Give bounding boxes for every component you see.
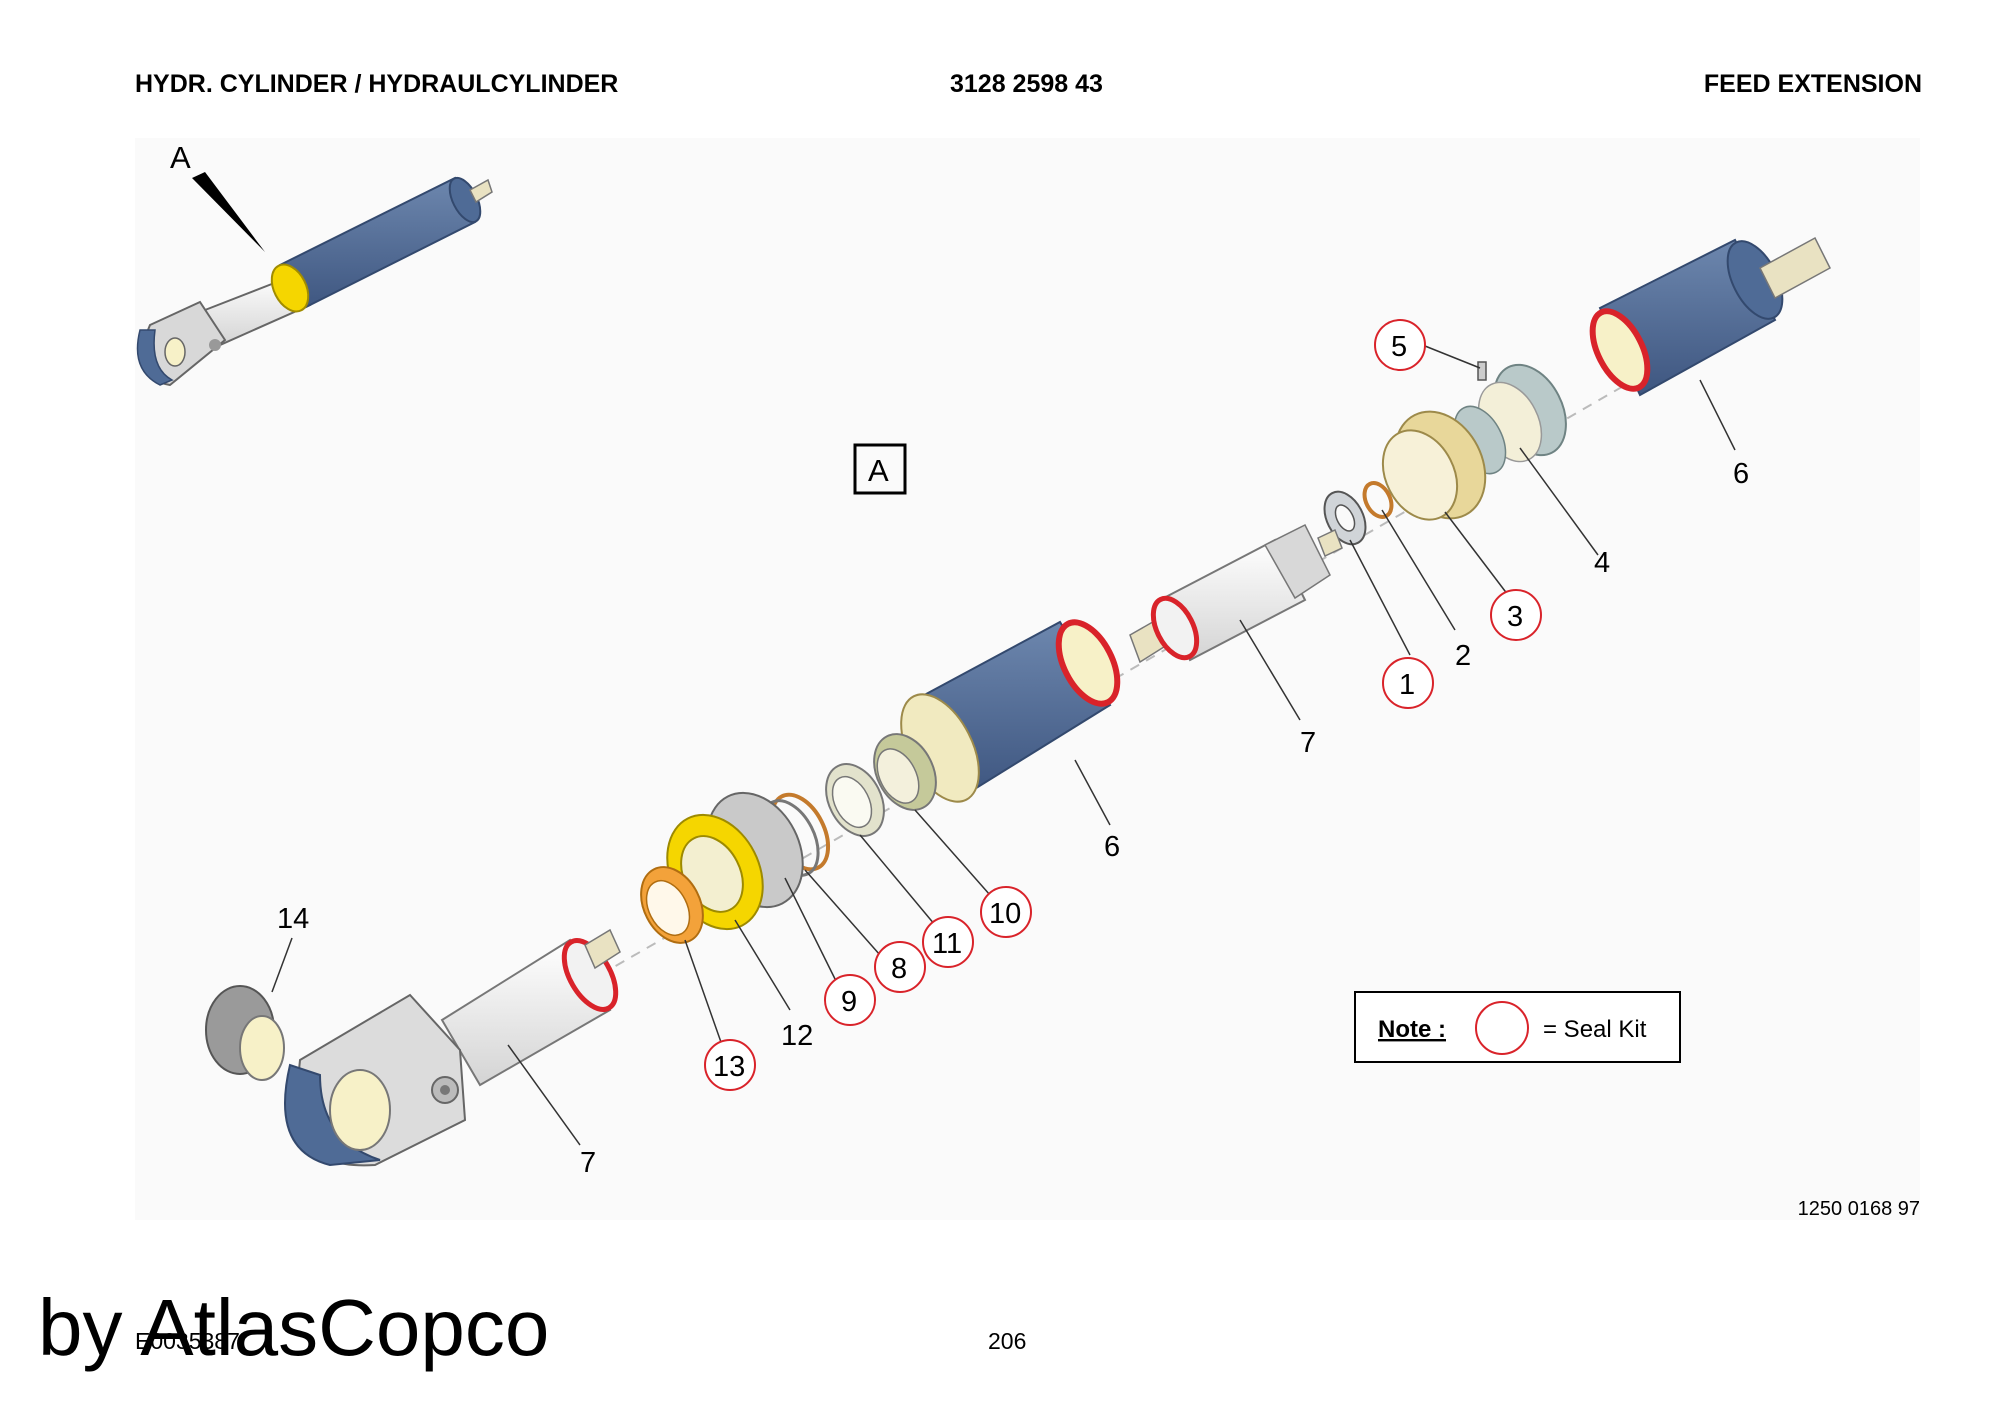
view-box-a-label: A (868, 453, 889, 488)
part-5-pin (1477, 361, 1487, 381)
drawing-number: 1250 0168 97 (1797, 1198, 1920, 1220)
part-6-barrel-right (1589, 236, 1831, 397)
view-box-a (853, 443, 907, 495)
header-right-title: FEED EXTENSION (1703, 70, 1922, 98)
callout-4: 4 (1594, 547, 1610, 579)
overview-cylinder (136, 176, 493, 387)
leader-lines (271, 345, 1736, 1146)
callout-1: 1 (1399, 669, 1415, 701)
note-text: = Seal Kit (1543, 1016, 1647, 1043)
callout-7-middle: 7 (1300, 727, 1316, 759)
watermark: by AtlasCopco (38, 1283, 550, 1372)
view-arrow (192, 172, 265, 252)
callout-8: 8 (891, 953, 907, 985)
footer-page-number: 206 (988, 1328, 1027, 1354)
header-left-title: HYDR. CYLINDER / HYDRAULCYLINDER (135, 70, 619, 98)
part-7-rod-left (284, 928, 621, 1167)
seal-kit-circles (704, 319, 1542, 1091)
callout-5: 5 (1391, 331, 1407, 363)
callout-3: 3 (1507, 601, 1523, 633)
note-seal-circle (1475, 1001, 1529, 1055)
part-13-wiper-ring (640, 866, 704, 944)
part-3-guide-ring (1381, 410, 1487, 521)
callout-14: 14 (277, 903, 309, 935)
callout-2: 2 (1455, 640, 1471, 672)
footer-left-code: E0035387 (135, 1328, 240, 1354)
part-10-bushing (873, 733, 937, 811)
part-14-bushing (205, 985, 285, 1081)
callout-6-middle: 6 (1104, 831, 1120, 863)
callout-9: 9 (841, 986, 857, 1018)
overview-label-a: A (170, 140, 191, 175)
note-label: Note : (1378, 1016, 1446, 1043)
header-part-number: 3128 2598 43 (950, 70, 1103, 98)
callout-10: 10 (989, 898, 1021, 930)
callout-12: 12 (781, 1020, 813, 1052)
callout-7-left: 7 (580, 1147, 596, 1179)
callout-13: 13 (713, 1051, 745, 1083)
callout-11: 11 (932, 928, 962, 960)
callout-6-right: 6 (1733, 458, 1749, 490)
part-7-rod-middle (1129, 523, 1343, 664)
part-11-ring (825, 763, 885, 837)
